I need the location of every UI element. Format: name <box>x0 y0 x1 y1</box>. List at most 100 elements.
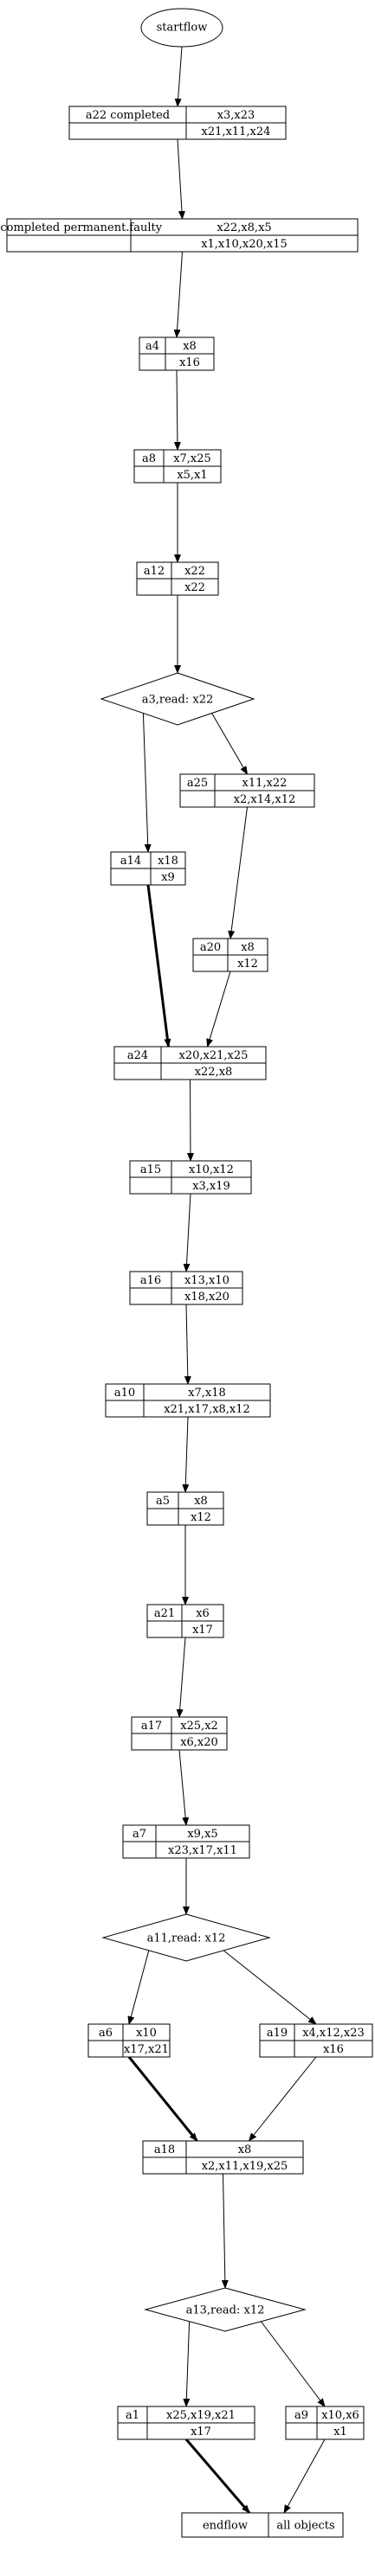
activity-node-a9: a9 x10,x6 x1 <box>285 2406 365 2440</box>
edge-a19-to-a18 <box>248 2056 317 2142</box>
decision-label: a3,read: x22 <box>142 694 214 707</box>
node-top-objects: x8 <box>238 2143 252 2156</box>
decision-node-d3: a3,read: x22 <box>100 672 255 726</box>
edge-a16-to-a10 <box>184 1304 191 1385</box>
node-label: a4 <box>145 340 159 353</box>
edge-a14-to-a24 <box>146 884 171 1048</box>
node-bottom-objects: x1,x10,x20,x15 <box>201 238 288 251</box>
node-label: a20 <box>200 941 221 954</box>
edge-d11-to-a6 <box>127 1950 150 2025</box>
start-ellipse <box>140 8 223 48</box>
node-bottom-objects: x17 <box>191 2425 211 2438</box>
node-top-objects: x8 <box>241 941 255 954</box>
activity-node-a17: a17 x25,x2 x6,x20 <box>131 1716 228 1751</box>
node-top-objects: x22,x8,x5 <box>217 221 271 234</box>
node-label: a21 <box>154 1607 175 1620</box>
activity-node-a24: a24 x20,x21,x25 x22,x8 <box>113 1046 267 1080</box>
activity-node-a4: a4 x8 x16 <box>139 336 215 371</box>
node-label: a14 <box>120 855 141 868</box>
node-top-objects: x9,x5 <box>187 1828 217 1841</box>
node-bottom-objects: x12 <box>237 958 258 971</box>
node-bottom-objects: x18,x20 <box>184 1291 230 1304</box>
node-top-objects: x13,x10 <box>184 1274 230 1287</box>
decision-label: a13,read: x12 <box>186 2304 265 2317</box>
decision-diamond <box>101 1913 271 1962</box>
edge-d3-to-a14 <box>142 713 152 853</box>
node-label: a7 <box>133 1828 146 1841</box>
activity-node-a8: a8 x7,x25 x5,x1 <box>133 449 222 484</box>
node-label: a16 <box>140 1274 161 1287</box>
decision-diamond <box>144 2287 307 2332</box>
node-label: a17 <box>141 1720 162 1733</box>
node-top-objects: x22 <box>184 565 205 578</box>
node-top-objects: x8 <box>183 340 197 353</box>
edge-a25-to-a20 <box>228 806 248 939</box>
node-label: a5 <box>156 1495 170 1508</box>
node-label: a22 completed <box>86 109 170 122</box>
node-top-objects: x25,x19,x21 <box>166 2409 236 2422</box>
node-bottom-objects: x5,x1 <box>177 469 207 482</box>
node-bottom-objects: x16 <box>179 356 200 369</box>
activity-node-a7: a7 x9,x5 x23,x17,x11 <box>122 1824 250 1859</box>
edge-start-to-a22 <box>174 46 183 107</box>
node-bottom-objects: x22,x8 <box>195 1066 233 1079</box>
node-top-objects: x7,x25 <box>173 452 211 465</box>
node-top-objects: x20,x21,x25 <box>179 1049 249 1062</box>
activity-node-a20: a20 x8 x12 <box>192 938 268 972</box>
edge-a22-to-a23 <box>177 138 185 220</box>
node-label: a8 <box>142 452 156 465</box>
edge-a20-to-a24 <box>206 971 231 1048</box>
edge-a21-to-a17 <box>176 1637 186 1718</box>
activity-node-a19: a19 x4,x12,x23 x16 <box>259 2023 373 2058</box>
node-bottom-objects: x6,x20 <box>180 1736 218 1749</box>
edge-a18-to-d13 <box>221 2173 229 2289</box>
edge-a17-to-a7 <box>178 1749 190 1826</box>
edge-a1-to-end <box>184 2438 251 2514</box>
node-label: a23 completed permanent.faulty <box>0 221 163 234</box>
edge-a4-to-a8 <box>173 369 181 451</box>
activity-node-a22: a22 completed x3,x23 x21,x11,x24 <box>68 106 287 140</box>
decision-label: a11,read: x12 <box>147 1932 226 1945</box>
node-bottom-objects: x21,x17,x8,x12 <box>164 1403 250 1416</box>
node-top-objects: x3,x23 <box>217 109 255 122</box>
node-bottom-objects: x1 <box>333 2425 347 2438</box>
node-top-objects: x11,x22 <box>242 777 288 790</box>
node-bottom-objects: x9 <box>161 871 175 884</box>
start-label: startflow <box>157 22 208 35</box>
node-label: a24 <box>127 1049 148 1062</box>
start-node: startflow <box>140 8 223 48</box>
node-bottom-objects: x12 <box>191 1511 211 1524</box>
edge-a23-to-a4 <box>173 251 183 338</box>
node-label: a25 <box>187 777 208 790</box>
node-label: a9 <box>294 2409 308 2422</box>
node-label: a19 <box>267 2027 288 2040</box>
node-bottom-objects: x17,x21 <box>124 2043 169 2056</box>
edge-a9-to-end <box>283 2438 326 2514</box>
node-label: a15 <box>140 1163 161 1176</box>
node-bottom-objects: x21,x11,x24 <box>202 125 271 138</box>
node-bottom-objects: x2,x14,x12 <box>234 793 296 806</box>
decision-node-d13: a13,read: x12 <box>144 2287 307 2332</box>
end-label: endflow <box>203 2520 248 2533</box>
node-top-objects: x25,x2 <box>180 1720 218 1733</box>
node-bottom-objects: x16 <box>323 2043 344 2056</box>
node-bottom-objects: x3,x19 <box>192 1180 230 1193</box>
edge-a10-to-a5 <box>182 1416 190 1493</box>
node-top-objects: x4,x12,x23 <box>302 2027 365 2040</box>
node-label: a18 <box>154 2143 175 2156</box>
node-bottom-objects: x23,x17,x11 <box>168 1844 237 1857</box>
decision-diamond <box>100 672 255 726</box>
node-top-objects: x10,x6 <box>321 2409 359 2422</box>
node-bottom-objects: x2,x11,x19,x25 <box>202 2160 288 2173</box>
edge-d11-to-a19 <box>223 1950 317 2025</box>
activity-node-a16: a16 x13,x10 x18,x20 <box>129 1271 243 1305</box>
end-box <box>181 2512 344 2538</box>
